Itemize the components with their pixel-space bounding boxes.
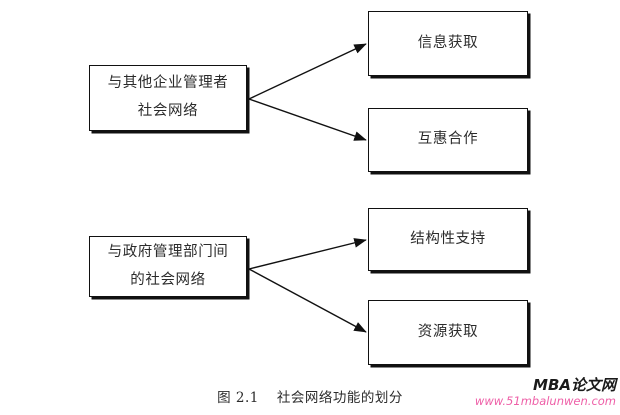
node-government-social-network: 与政府管理部门间 的社会网络 <box>89 236 247 297</box>
watermark-brand: MBA论文网 <box>533 376 616 394</box>
node-label-line-1: 互惠合作 <box>417 131 479 148</box>
node-label-line-1: 与政府管理部门间 <box>107 243 229 260</box>
node-label-line-2: 社会网络 <box>137 103 199 119</box>
figure-caption-text: 社会网络功能的划分 <box>276 390 403 406</box>
edge-gov-to-structural <box>248 238 367 270</box>
watermark-url: www.51mbalunwen.com <box>474 393 616 408</box>
node-label-line-1: 信息获取 <box>417 34 479 51</box>
node-label-line-1: 结构性支持 <box>410 230 486 247</box>
watermark: MBA论文网 www.51mbalunwen.com <box>474 376 616 408</box>
node-label-line-2: 的社会网络 <box>130 271 206 288</box>
edge-peer-to-mutual <box>248 98 367 141</box>
node-resource-acquisition: 资源获取 <box>368 300 528 365</box>
figure-caption: 图 2.1 社会网络功能的划分 <box>0 386 620 406</box>
figure-caption-number: 图 2.1 <box>217 390 259 406</box>
node-label-line-1: 与其他企业管理者 <box>107 75 229 92</box>
edge-peer-to-info <box>248 43 367 100</box>
node-label-line-1: 资源获取 <box>417 323 479 340</box>
node-structural-support: 结构性支持 <box>368 208 528 271</box>
edge-gov-to-resource <box>248 268 367 333</box>
node-information-acquisition: 信息获取 <box>368 11 528 76</box>
node-peer-manager-social-network: 与其他企业管理者 社会网络 <box>89 65 247 131</box>
node-mutual-benefit-cooperation: 互惠合作 <box>368 108 528 172</box>
